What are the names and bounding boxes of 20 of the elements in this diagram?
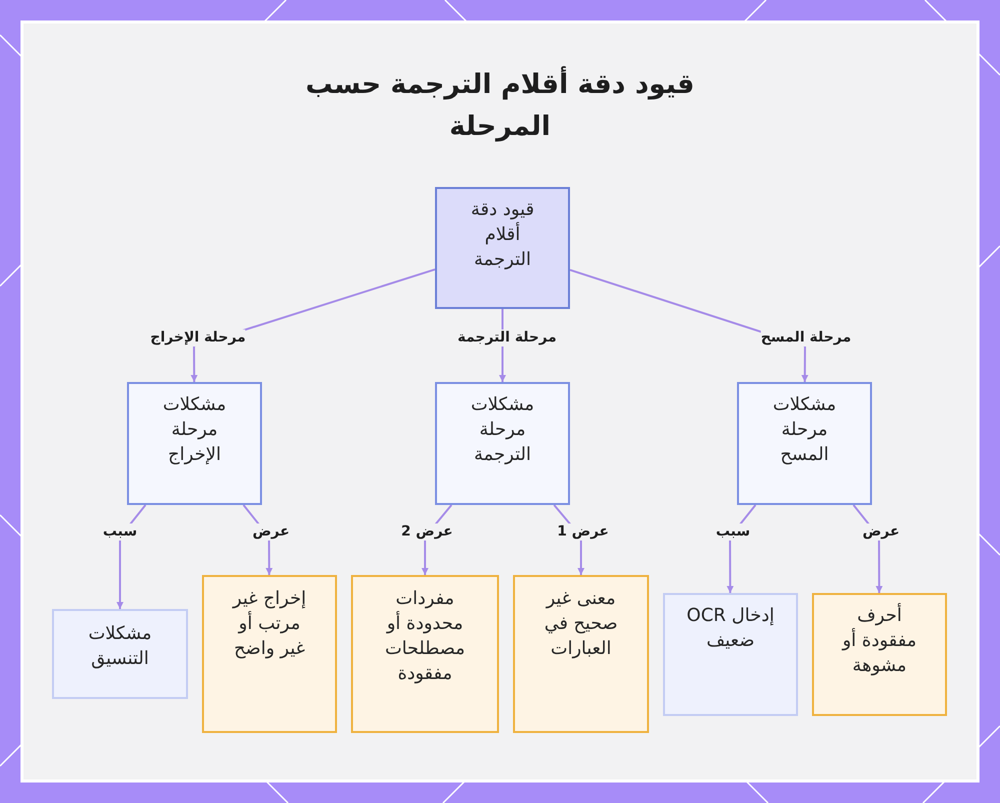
stage-box: مشكلات مرحلة الترجمة	[435, 382, 570, 505]
stage-box: مشكلات مرحلة الإخراج	[127, 382, 262, 505]
stage-box: مشكلات مرحلة المسح	[737, 382, 872, 505]
edge-label: مرحلة الترجمة	[458, 330, 556, 346]
edge-label: عرض 2	[401, 524, 453, 540]
topic-box: قيود دقة أقلام الترجمة	[435, 187, 570, 309]
symptom-box: إخراج غير مرتب أو غير واضح	[202, 575, 337, 733]
cause-box: مشكلات التنسيق	[52, 609, 188, 699]
cause-box: إدخال OCR ضعيف	[663, 593, 798, 716]
title: قيود دقة أقلام الترجمة حسب المرحلة	[290, 64, 710, 148]
symptom-box: مفردات محدودة أو مصطلحات مفقودة	[351, 575, 499, 733]
symptom-box: أحرف مفقودة أو مشوهة	[812, 593, 947, 716]
edge-label: عرض 1	[557, 524, 609, 540]
edge-label: عرض	[862, 524, 900, 540]
edge-label: مرحلة المسح	[760, 330, 852, 346]
edge-label: عرض	[252, 524, 290, 540]
edge-label: مرحلة الإخراج	[150, 330, 246, 346]
edge-label: سبب	[102, 524, 138, 540]
symptom-box: معنى غير صحيح في العبارات	[513, 575, 649, 733]
edge-label: سبب	[716, 524, 750, 540]
